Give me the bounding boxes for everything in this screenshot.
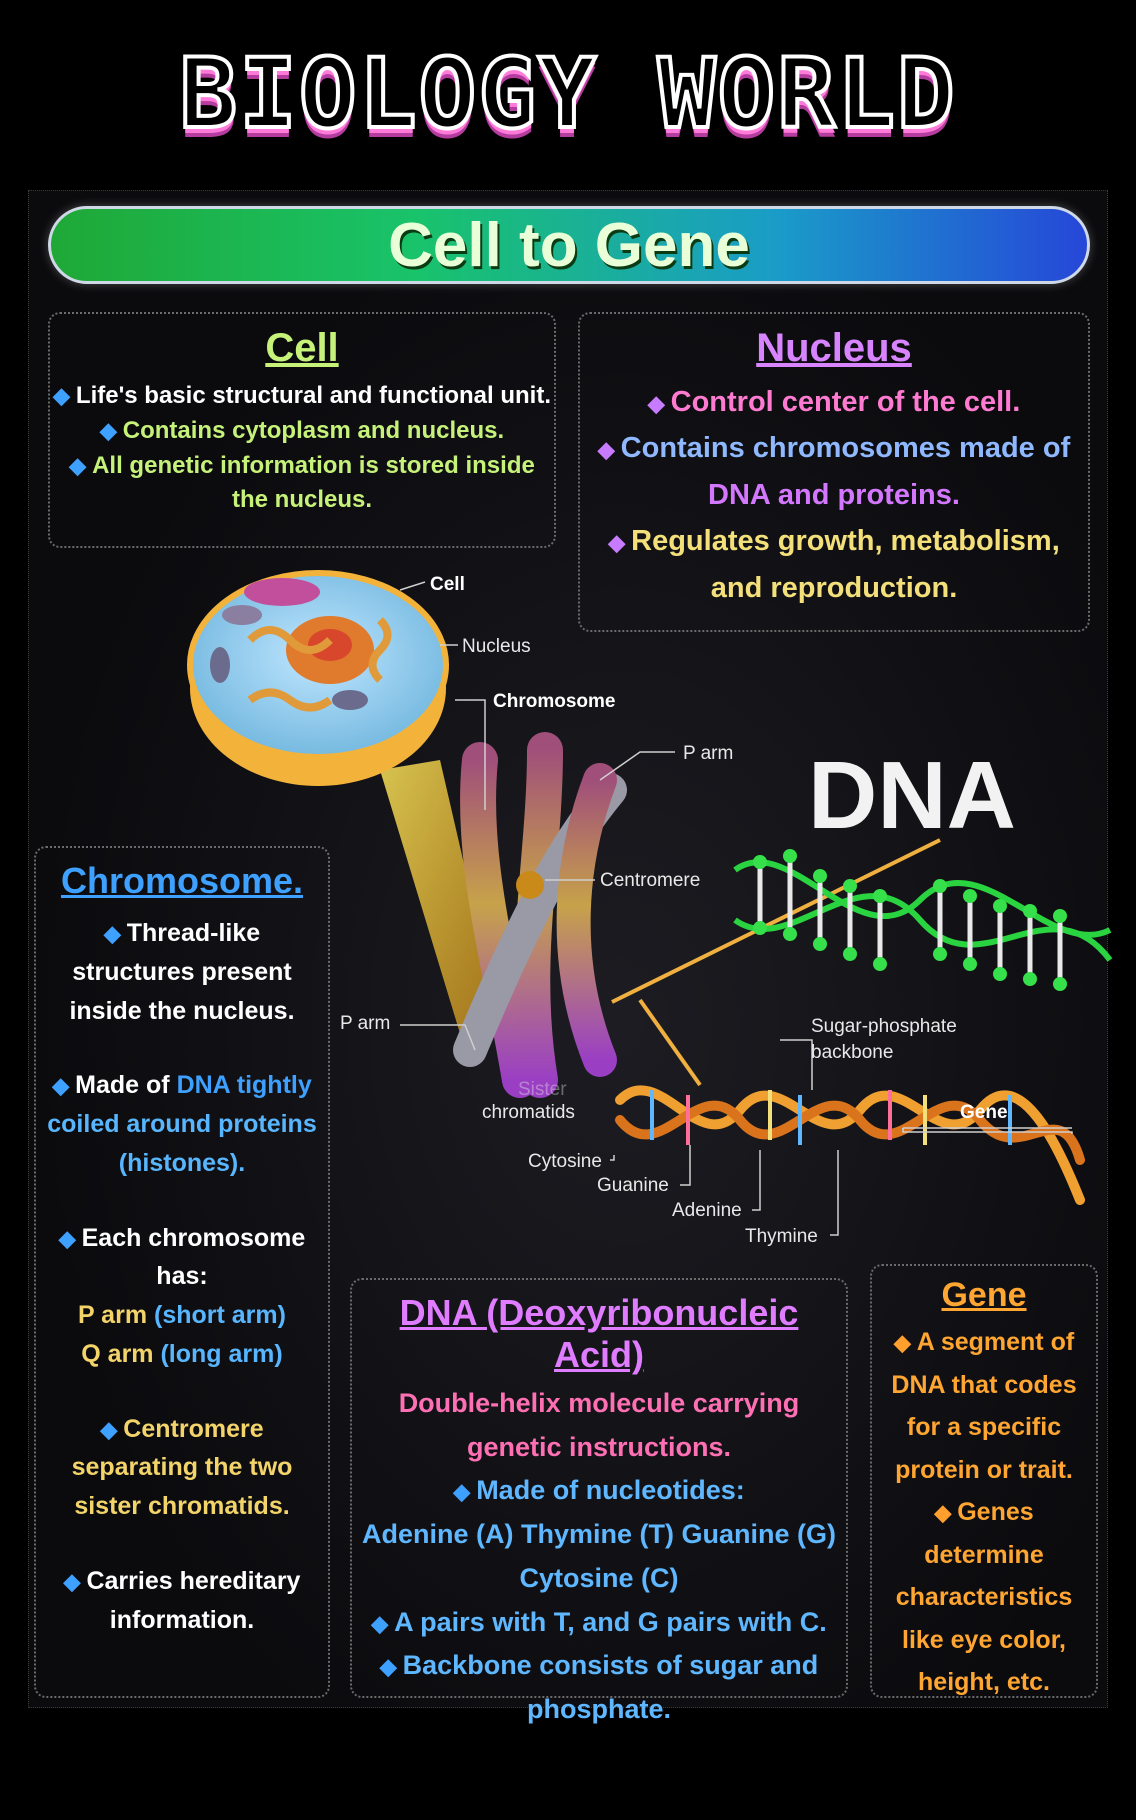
gene-line-4: protein or trait. bbox=[895, 1455, 1073, 1484]
label-sugar-phosphate: Sugar-phosphate bbox=[811, 1016, 957, 1037]
chrom-p3d: (short arm) bbox=[154, 1301, 286, 1329]
dna-info-box: DNA (Deoxyribonucleic Acid) Double-helix… bbox=[350, 1278, 848, 1724]
gene-info-box: Gene ◆A segment of DNA that codes for a … bbox=[870, 1264, 1098, 1698]
label-chromatids: chromatids bbox=[482, 1102, 575, 1123]
nucleus-info-box: Nucleus ◆Control center of the cell. ◆Co… bbox=[578, 312, 1090, 632]
gene-line-6: determine bbox=[924, 1540, 1044, 1569]
chrom-p3b: has: bbox=[156, 1262, 208, 1291]
chrom-p4b: separating the two bbox=[71, 1453, 293, 1482]
chrom-p3c: P arm bbox=[78, 1301, 154, 1329]
label-sister: Sister bbox=[518, 1079, 567, 1100]
label-thymine: Thymine bbox=[745, 1226, 818, 1247]
cell-line-1: Life's basic structural and functional u… bbox=[75, 382, 552, 409]
diamond-bullet-icon: ◆ bbox=[597, 437, 615, 463]
label-p-arm-left: P arm bbox=[340, 1013, 390, 1034]
chrom-p4a: Centromere bbox=[123, 1414, 264, 1443]
chrom-p2c: coiled around proteins bbox=[47, 1110, 317, 1138]
nucleus-heading: Nucleus bbox=[756, 326, 912, 370]
chrom-p5a: Carries hereditary bbox=[86, 1566, 301, 1595]
dna-line-2: genetic instructions. bbox=[466, 1431, 732, 1462]
diamond-bullet-icon: ◆ bbox=[100, 1416, 118, 1442]
dna-line-6: A pairs with T, and G pairs with C. bbox=[394, 1606, 827, 1637]
label-chromosome: Chromosome bbox=[493, 691, 615, 712]
dna-heading: DNA (Deoxyribonucleic Acid) bbox=[399, 1292, 799, 1375]
nucleus-line-3a: Regulates growth, metabolism, bbox=[631, 525, 1060, 558]
chrom-p3e: Q arm bbox=[81, 1339, 161, 1368]
gene-helix bbox=[615, 1085, 1085, 1205]
gene-line-1: A segment of bbox=[916, 1328, 1075, 1356]
gene-line-2: DNA that codes bbox=[891, 1370, 1077, 1399]
diamond-bullet-icon: ◆ bbox=[893, 1330, 911, 1355]
dna-rungs bbox=[757, 860, 1063, 980]
chrom-p1c: inside the nucleus. bbox=[69, 996, 295, 1025]
diamond-bullet-icon: ◆ bbox=[63, 1568, 81, 1594]
dna-line-4: Adenine (A) Thymine (T) Guanine (G) bbox=[362, 1519, 836, 1550]
label-gene: Gene bbox=[960, 1102, 1008, 1123]
diamond-bullet-icon: ◆ bbox=[52, 1073, 70, 1099]
label-centromere: Centromere bbox=[600, 870, 700, 891]
diamond-bullet-icon: ◆ bbox=[69, 452, 87, 478]
dna-line-8: phosphate. bbox=[526, 1694, 671, 1725]
diamond-bullet-icon: ◆ bbox=[52, 383, 70, 408]
helix-rungs bbox=[650, 1090, 1012, 1145]
banner-title: Cell to Gene bbox=[48, 206, 1090, 284]
gene-heading: Gene bbox=[941, 1276, 1027, 1314]
diamond-bullet-icon: ◆ bbox=[371, 1610, 389, 1636]
nucleus-line-2a: Contains chromosomes made of bbox=[620, 432, 1071, 465]
chrom-p1b: structures present bbox=[72, 957, 292, 986]
chrom-p2a: Made of bbox=[75, 1071, 177, 1100]
dna-title: DNA bbox=[808, 742, 1016, 849]
label-cytosine: Cytosine bbox=[528, 1151, 602, 1172]
nucleus-line-2b: DNA and proteins. bbox=[708, 478, 960, 511]
projection-beam bbox=[380, 760, 500, 1040]
chrom-p1a: Thread-like bbox=[126, 919, 261, 947]
diamond-bullet-icon: ◆ bbox=[103, 921, 121, 946]
diamond-bullet-icon: ◆ bbox=[934, 1500, 952, 1525]
gene-line-8: like eye color, bbox=[902, 1625, 1066, 1654]
chromosome-heading: Chromosome. bbox=[60, 860, 304, 901]
diamond-bullet-icon: ◆ bbox=[608, 530, 626, 556]
chromosome-info-box: Chromosome. ◆Thread-like structures pres… bbox=[34, 846, 330, 1698]
dna-nodes bbox=[753, 849, 1067, 991]
chrom-p2d: (histones). bbox=[118, 1148, 246, 1177]
cell-info-box: Cell ◆Life's basic structural and functi… bbox=[48, 312, 556, 548]
label-guanine: Guanine bbox=[597, 1175, 669, 1196]
chrom-p4c: sister chromatids. bbox=[74, 1492, 290, 1520]
diamond-bullet-icon: ◆ bbox=[99, 417, 117, 443]
cell-illustration bbox=[187, 570, 449, 786]
chrom-p5b: information. bbox=[109, 1605, 255, 1634]
chromosome-illustration bbox=[453, 732, 627, 1098]
gene-line-5: Genes bbox=[957, 1498, 1034, 1526]
cell-line-3b: the nucleus. bbox=[231, 486, 373, 514]
chrom-p3a: Each chromosome bbox=[81, 1223, 306, 1252]
gene-line-9: height, etc. bbox=[918, 1668, 1050, 1696]
diamond-bullet-icon: ◆ bbox=[58, 1225, 76, 1251]
chrom-p2b: DNA tightly bbox=[176, 1071, 312, 1100]
label-backbone: backbone bbox=[811, 1042, 893, 1063]
gene-line-7: characteristics bbox=[895, 1583, 1073, 1611]
cell-heading: Cell bbox=[265, 326, 339, 370]
gene-line-3: for a specific bbox=[906, 1413, 1062, 1441]
dna-line-5: Cytosine (C) bbox=[519, 1562, 679, 1593]
diamond-bullet-icon: ◆ bbox=[647, 391, 665, 416]
dna-line-3: Made of nucleotides: bbox=[476, 1475, 745, 1506]
dna-line-1: Double-helix molecule carrying bbox=[398, 1388, 800, 1418]
label-p-arm-top: P arm bbox=[683, 743, 733, 764]
dna-line-7: Backbone consists of sugar and bbox=[402, 1650, 819, 1681]
chrom-p3f: (long arm) bbox=[160, 1339, 283, 1368]
nucleus-line-3b: and reproduction. bbox=[710, 571, 958, 604]
label-nucleus: Nucleus bbox=[462, 636, 531, 657]
diamond-bullet-icon: ◆ bbox=[379, 1654, 397, 1680]
diamond-bullet-icon: ◆ bbox=[453, 1479, 471, 1505]
label-adenine: Adenine bbox=[672, 1200, 742, 1221]
nucleus-line-1: Control center of the cell. bbox=[670, 386, 1021, 418]
brand-title: BIOLOGY WORLD bbox=[177, 36, 957, 152]
cell-line-3a: All genetic information is stored inside bbox=[92, 451, 535, 479]
label-cell: Cell bbox=[430, 574, 465, 595]
cell-line-2: Contains cytoplasm and nucleus. bbox=[122, 416, 505, 444]
